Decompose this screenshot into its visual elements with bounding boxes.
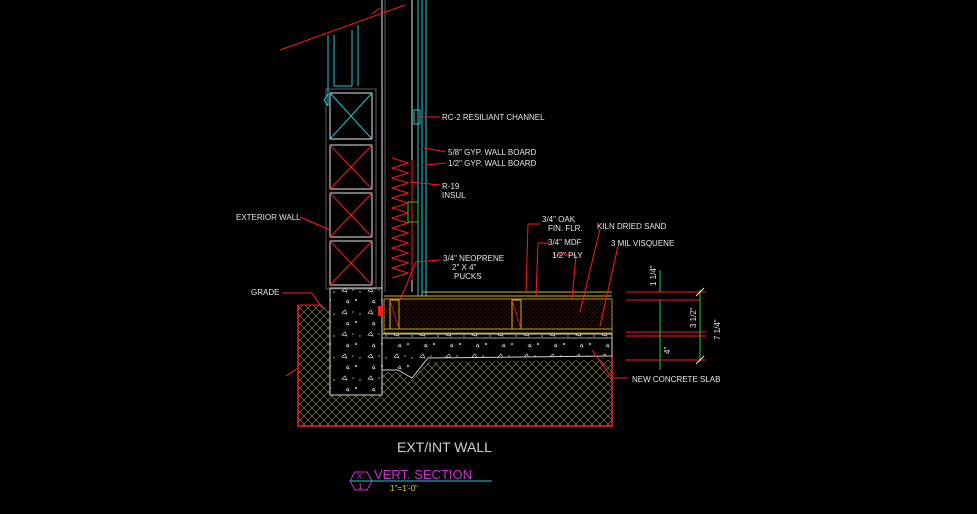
label-neoprene: 3/4" NEOPRENE — [443, 254, 504, 263]
foundation — [329, 287, 613, 396]
dim-bot: 4" — [663, 347, 672, 354]
dim-mid: 3 1/2" — [689, 307, 698, 328]
label-exterior-wall: EXTERIOR WALL — [236, 213, 301, 222]
label-slab: NEW CONCRETE SLAB — [632, 375, 720, 384]
label-fin-flr: FIN. FLR. — [548, 224, 583, 233]
section-scale: 1"=1'-0" — [390, 484, 418, 493]
label-sand: KILN DRIED SAND — [597, 222, 667, 231]
label-r19: R-19 — [442, 182, 460, 191]
label-gyp12: 1/2" GYP. WALL BOARD — [448, 159, 537, 168]
bubble-bottom: 1 — [358, 482, 363, 491]
section-title: VERT. SECTION — [374, 467, 472, 482]
label-insul: INSUL — [442, 191, 466, 200]
label-rc2: RC-2 RESILIANT CHANNEL — [442, 113, 545, 122]
dimensions — [626, 270, 706, 370]
insulation-batt — [390, 157, 410, 279]
floor-assembly — [378, 291, 613, 334]
dim-total: 7 1/4" — [713, 319, 722, 340]
window-frame — [323, 25, 359, 107]
label-neoprene-size: 2" X 4" — [452, 263, 477, 272]
bubble-top: X — [357, 472, 363, 481]
interior-wall — [381, 0, 427, 296]
title-block: EXT/INT WALL X 1 VERT. SECTION 1"=1'-0" — [349, 439, 492, 493]
annotations: RC-2 RESILIANT CHANNEL 5/8" GYP. WALL BO… — [236, 113, 722, 384]
earth-fill — [297, 304, 613, 427]
exterior-wall-blocks — [325, 88, 377, 290]
label-gyp58: 5/8" GYP. WALL BOARD — [448, 148, 537, 157]
dim-top: 1 1/4" — [649, 265, 658, 286]
label-grade: GRADE — [251, 288, 279, 297]
leader-lines — [279, 4, 628, 379]
label-oak: 3/4" OAK — [542, 215, 576, 224]
caption-title: EXT/INT WALL — [397, 439, 492, 455]
label-visqueen: 3 MIL VISQUENE — [611, 239, 674, 248]
label-ply: 1/2" PLY — [552, 251, 583, 260]
label-pucks: PUCKS — [454, 272, 482, 281]
label-mdf: 3/4" MDF — [548, 238, 582, 247]
